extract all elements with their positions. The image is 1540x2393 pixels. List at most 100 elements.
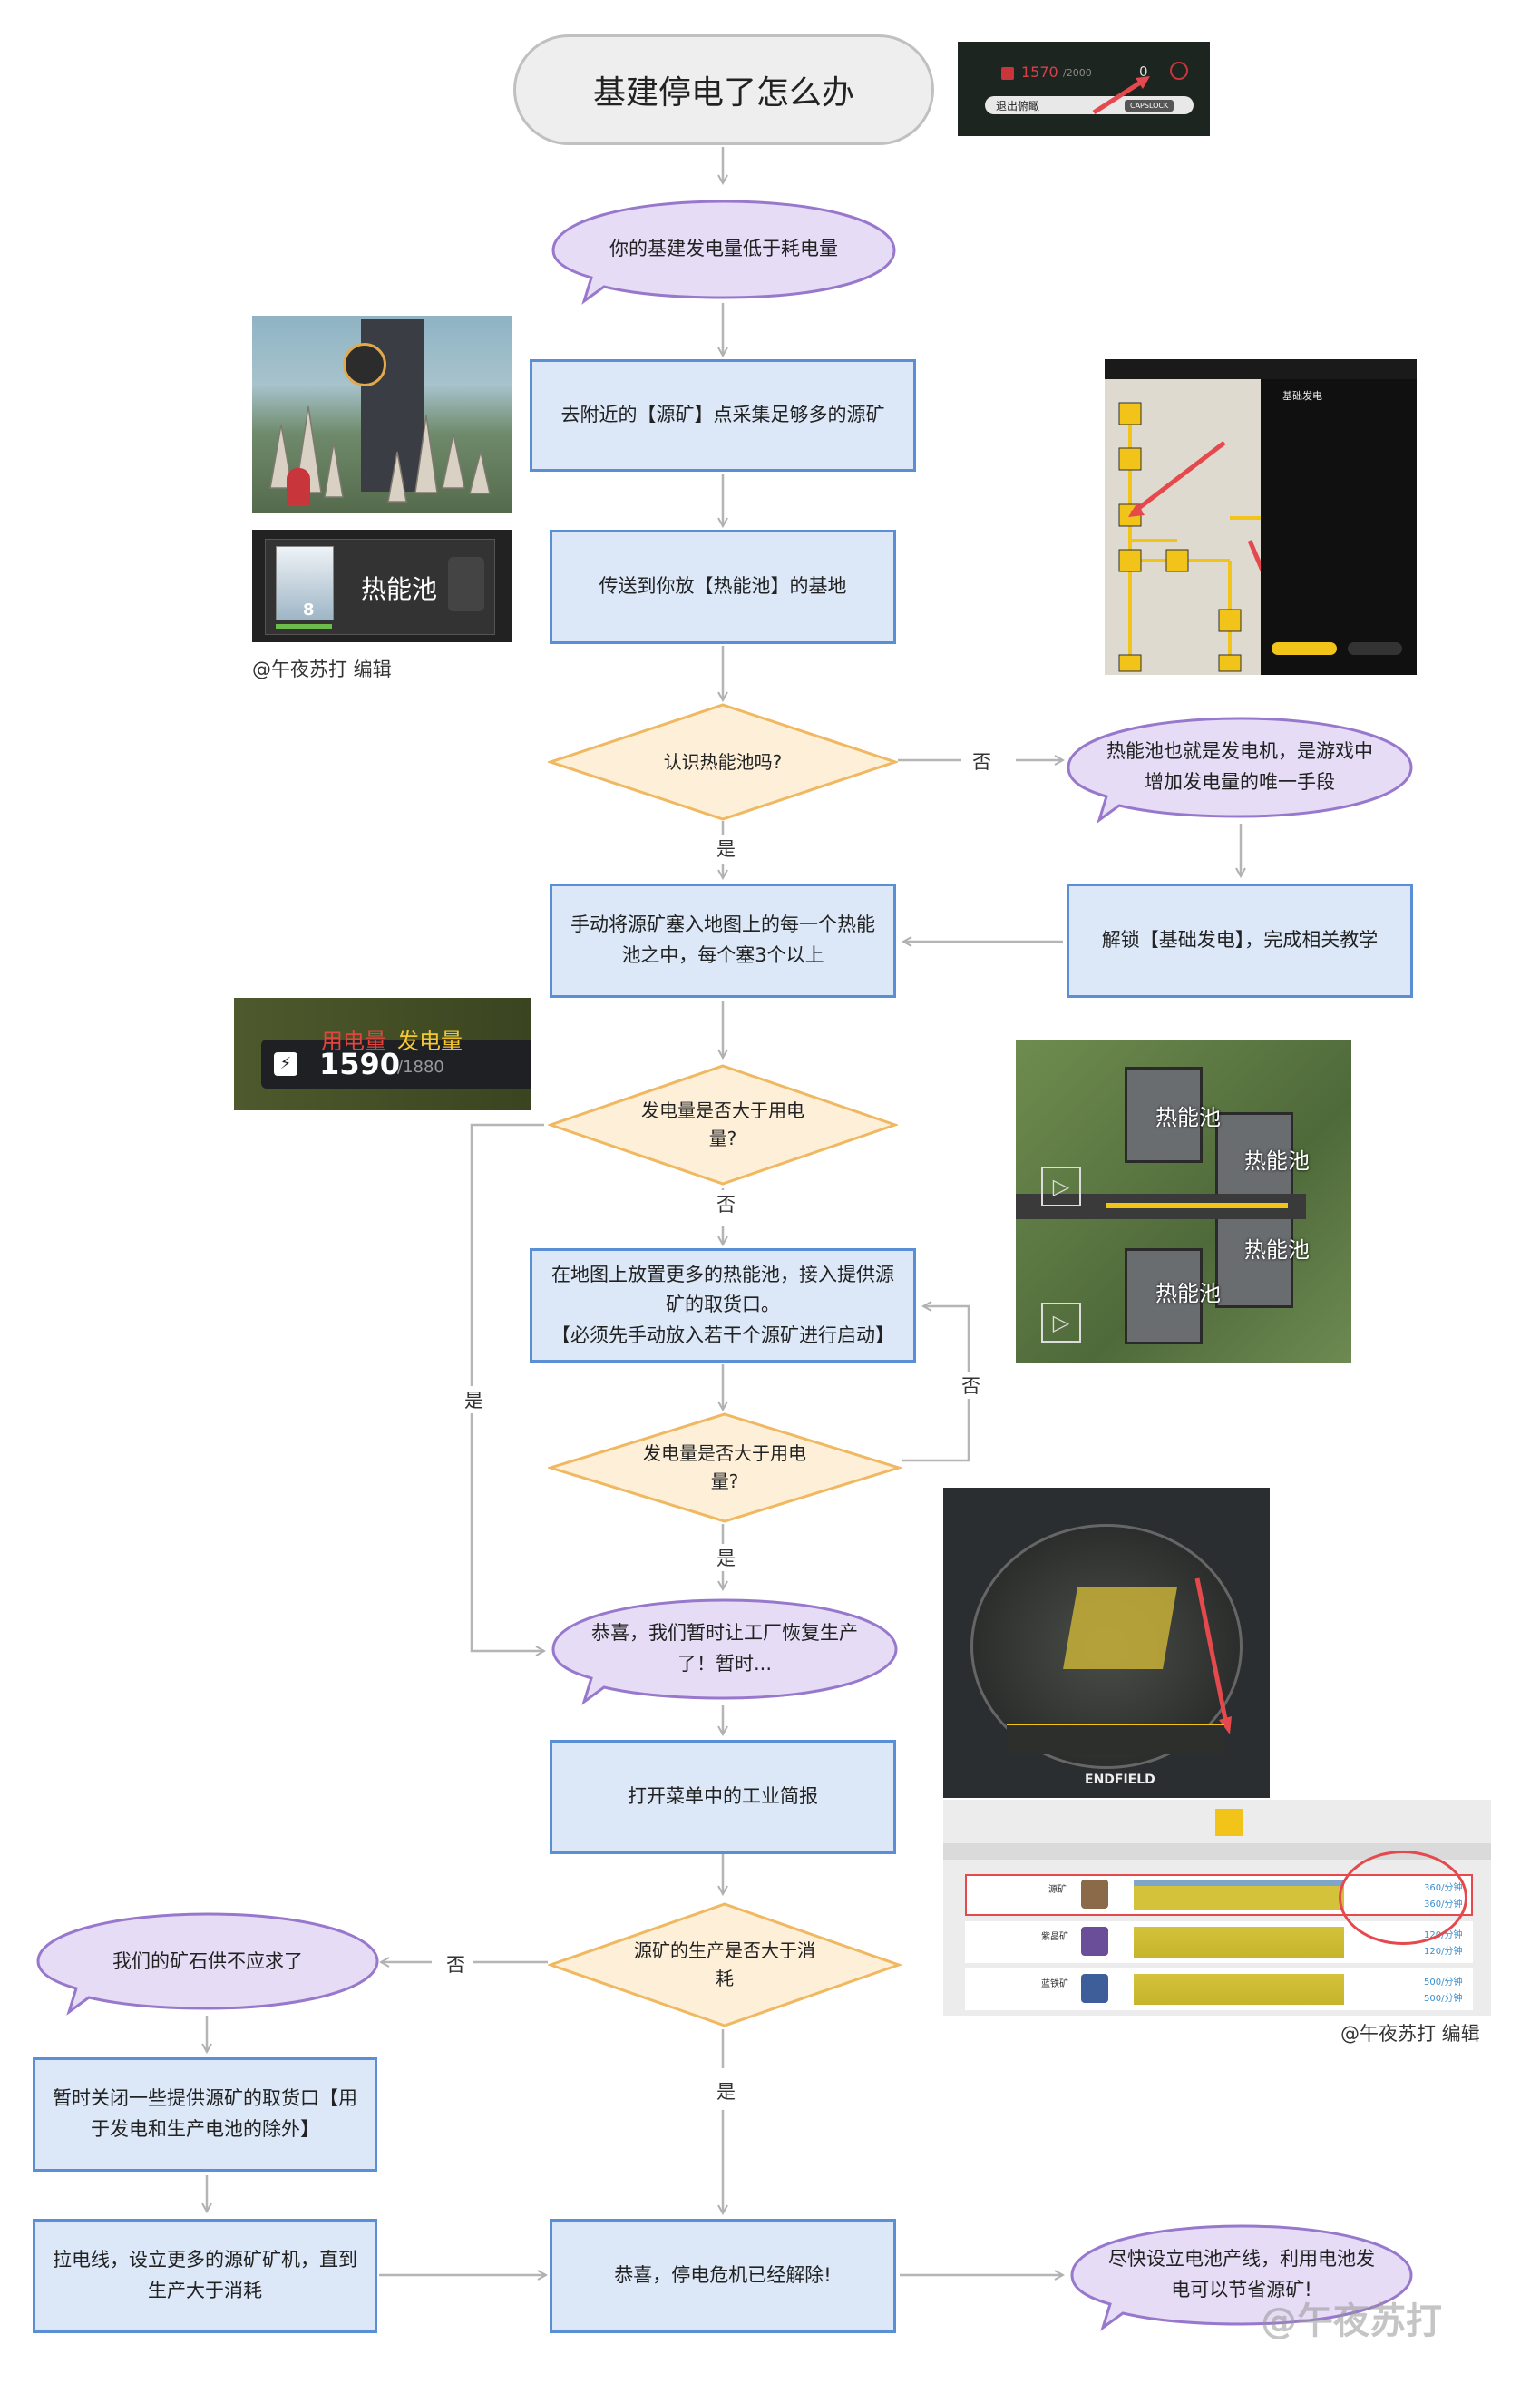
screenshot-power-readout: 用电量 发电量 ⚡ 1590 /1880 bbox=[234, 998, 531, 1110]
decision-know-thermal: 认识热能池吗? bbox=[548, 702, 898, 822]
node-close-outlets: 暂时关闭一些提供源矿的取货口【用于发电和生产电池的除外】 bbox=[33, 2057, 377, 2172]
decision-power-check-1: 发电量是否大于用电量? bbox=[548, 1063, 898, 1187]
power-percent: 0 bbox=[1139, 63, 1148, 80]
report-rate-3b: 500/分钟 bbox=[1424, 1994, 1463, 2004]
label-no-d3: 否 bbox=[958, 1372, 984, 1399]
screenshot-power-bar: 1570 /2000 0 退出俯瞰 CAPSLOCK bbox=[958, 42, 1210, 136]
map-label-2: 热能池 bbox=[1244, 1148, 1310, 1174]
node-more-miners: 拉电线，设立更多的源矿矿机，直到生产大于消耗 bbox=[33, 2219, 377, 2333]
diamond-shape bbox=[548, 1064, 898, 1186]
node-low-power-text: 你的基建发电量低于耗电量 bbox=[609, 238, 838, 260]
title-text: 基建停电了怎么办 bbox=[592, 74, 854, 112]
node-battery-advice: 尽快设立电池产线，利用电池发电可以节省源矿! bbox=[1067, 2219, 1417, 2331]
report-row-name-3: 蓝铁矿 bbox=[1041, 1979, 1068, 1989]
node-low-power: 你的基建发电量低于耗电量 bbox=[548, 194, 900, 305]
report-rate-2: 120/分钟 bbox=[1424, 1930, 1463, 1940]
screenshot-thermal-map: ▷ ▷ 热能池 热能池 热能池 热能池 bbox=[1016, 1040, 1351, 1363]
node-teleport-base-text: 传送到你放【热能池】的基地 bbox=[599, 575, 847, 598]
readout-value: 1590 bbox=[319, 1047, 401, 1081]
thermal-pool-icon bbox=[276, 546, 334, 620]
node-crisis-resolved: 恭喜，停电危机已经解除! bbox=[550, 2219, 896, 2333]
bubble-shape bbox=[1067, 717, 1413, 824]
tech-detail-title: 基础发电 bbox=[1282, 390, 1322, 402]
thermal-green-bar bbox=[276, 624, 332, 629]
decision-power-check-2: 发电量是否大于用电量? bbox=[548, 1411, 902, 1524]
bubble-shape bbox=[36, 1912, 379, 2016]
diamond-shape bbox=[548, 703, 898, 821]
node-place-thermal-text-2: 【必须先手动放入若干个源矿进行启动】 bbox=[551, 1323, 894, 1346]
map-label-3: 热能池 bbox=[1244, 1237, 1310, 1263]
label-no-d4: 否 bbox=[443, 1950, 469, 1978]
author-caption-2: @午夜苏打 编辑 bbox=[1340, 2023, 1480, 2045]
node-factory-recovered: 恭喜，我们暂时让工厂恢复生产了！暂时... bbox=[548, 1593, 902, 1705]
node-insert-ore-text: 手动将源矿塞入地图上的每一个热能池之中，每个塞3个以上 bbox=[570, 913, 875, 966]
label-no-d2: 否 bbox=[713, 1190, 739, 1217]
screenshot-tech-tree: 基础发电 bbox=[1105, 359, 1417, 675]
report-rate-3: 500/分钟 bbox=[1424, 1978, 1463, 1988]
decision-power-check-1-text: 发电量是否大于用电量? bbox=[641, 1099, 804, 1149]
machine-block-2 bbox=[1215, 1112, 1293, 1208]
report-chart-3 bbox=[1134, 1974, 1344, 2005]
report-icon-2 bbox=[1081, 1927, 1108, 1956]
node-open-report: 打开菜单中的工业简报 bbox=[550, 1740, 896, 1854]
highlight-circle bbox=[1339, 1851, 1467, 1945]
node-teleport-base: 传送到你放【热能池】的基地 bbox=[550, 530, 896, 644]
thermal-count: 8 bbox=[303, 601, 315, 620]
exit-overview-label: 退出俯瞰 bbox=[996, 100, 1040, 112]
label-yes-d2: 是 bbox=[461, 1386, 487, 1413]
node-insert-ore: 手动将源矿塞入地图上的每一个热能池之中，每个塞3个以上 bbox=[550, 884, 896, 998]
thermal-card-label: 热能池 bbox=[361, 574, 438, 604]
node-thermal-explain: 热能池也就是发电机，是游戏中增加发电量的唯一手段 bbox=[1063, 711, 1417, 824]
label-yes-d4: 是 bbox=[713, 2077, 739, 2105]
radar-brand: ENDFIELD bbox=[1085, 1773, 1155, 1787]
report-chart-1 bbox=[1134, 1880, 1344, 1910]
character-figure bbox=[287, 468, 310, 506]
watermark: @午夜苏打 bbox=[1261, 2300, 1442, 2342]
machine-block-4 bbox=[1125, 1248, 1203, 1344]
power-icon bbox=[1001, 67, 1014, 80]
card-shadow-icon bbox=[448, 557, 484, 611]
node-unlock-basic-power-text: 解锁【基础发电】，完成相关教学 bbox=[1101, 929, 1379, 952]
node-ore-shortage: 我们的矿石供不应求了 bbox=[33, 1909, 383, 2016]
author-caption-1: @午夜苏打 编辑 bbox=[252, 659, 392, 680]
map-label-1: 热能池 bbox=[1155, 1105, 1221, 1130]
node-unlock-basic-power: 解锁【基础发电】，完成相关教学 bbox=[1067, 884, 1413, 998]
used-power-label: 用电量 bbox=[321, 1029, 386, 1054]
title-node: 基建停电了怎么办 bbox=[513, 34, 934, 145]
node-ore-shortage-text: 我们的矿石供不应求了 bbox=[112, 1950, 303, 1973]
node-battery-advice-text: 尽快设立电池产线，利用电池发电可以节省源矿! bbox=[1108, 2248, 1375, 2300]
node-collect-ore: 去附近的【源矿】点采集足够多的源矿 bbox=[530, 359, 916, 472]
bolt-icon: ⚡ bbox=[274, 1052, 297, 1076]
label-yes-d3: 是 bbox=[713, 1544, 739, 1571]
decision-know-thermal-text: 认识热能池吗? bbox=[663, 750, 783, 773]
machine-block-1 bbox=[1125, 1067, 1203, 1163]
ore-icon bbox=[343, 343, 386, 386]
node-place-thermal-text-1: 在地图上放置更多的热能池，接入提供源矿的取货口。 bbox=[551, 1263, 894, 1316]
tech-detail-panel bbox=[1261, 379, 1417, 675]
node-factory-recovered-text: 恭喜，我们暂时让工厂恢复生产了！暂时... bbox=[591, 1622, 858, 1675]
machine-block-3 bbox=[1215, 1212, 1293, 1308]
gen-power-label: 发电量 bbox=[397, 1029, 463, 1054]
power-alert-icon bbox=[1170, 62, 1188, 80]
diamond-shape bbox=[548, 1412, 902, 1523]
node-more-miners-text: 拉电线，设立更多的源矿矿机，直到生产大于消耗 bbox=[53, 2249, 357, 2301]
decision-ore-balance-text: 源矿的生产是否大于消耗 bbox=[634, 1939, 815, 1989]
report-row-name-1: 源矿 bbox=[1048, 1885, 1067, 1895]
radar-bottom-bar bbox=[1007, 1724, 1224, 1754]
power-max: /2000 bbox=[1063, 67, 1092, 79]
node-collect-ore-text: 去附近的【源矿】点采集足够多的源矿 bbox=[560, 404, 885, 426]
radar-arrow-icon bbox=[1194, 1577, 1232, 1734]
report-tab-active bbox=[1215, 1809, 1243, 1836]
report-tabbar bbox=[943, 1843, 1491, 1860]
report-rows: 源矿 紫晶矿 蓝铁矿 360/分钟 360/分钟 120/分钟 120/分钟 5… bbox=[943, 1851, 1491, 2016]
label-yes-d1: 是 bbox=[713, 835, 739, 862]
report-rate-2b: 120/分钟 bbox=[1424, 1947, 1463, 1957]
report-icon-1 bbox=[1081, 1880, 1108, 1909]
label-no-d1: 否 bbox=[969, 747, 995, 775]
conveyor-highlight bbox=[1106, 1203, 1288, 1208]
screenshot-ore-scene bbox=[252, 316, 512, 513]
node-crisis-resolved-text: 恭喜，停电危机已经解除! bbox=[614, 2264, 832, 2287]
node-place-thermal: 在地图上放置更多的热能池，接入提供源矿的取货口。 【必须先手动放入若干个源矿进行… bbox=[530, 1248, 916, 1363]
tech-unlock-button bbox=[1272, 642, 1337, 655]
play-icon-2: ▷ bbox=[1041, 1303, 1081, 1343]
